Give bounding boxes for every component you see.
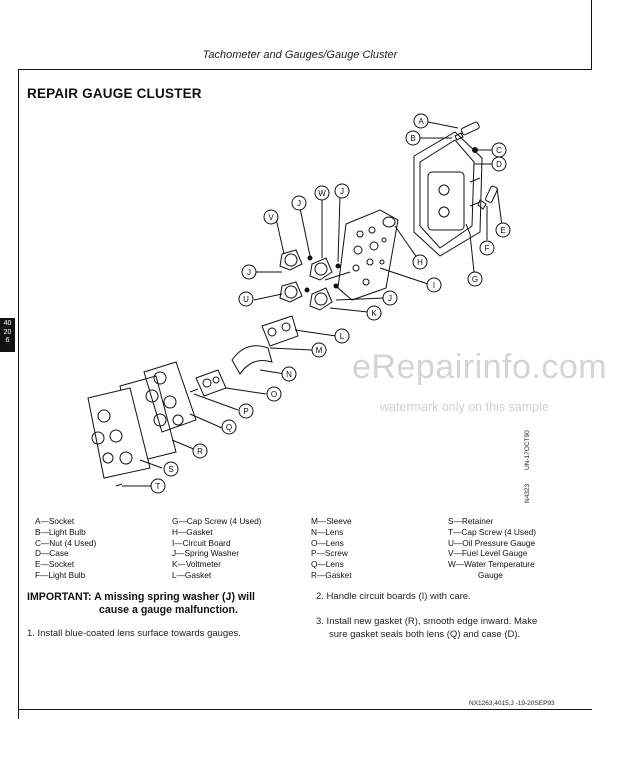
exploded-gauge-diagram: A B C D E F G H I J J J J K L M N O P Q … [87, 113, 511, 494]
step-2: 2. Handle circuit boards (I) with care. [316, 591, 471, 602]
callout-k: K [371, 309, 377, 318]
diagram-code-number: N4323 [524, 483, 531, 503]
legend-item: P—Screw [311, 548, 348, 559]
callout-a: A [418, 117, 424, 126]
gasket-h-part [382, 216, 396, 228]
legend-item-continued: Gauge [478, 569, 503, 580]
legend-item: L—Gasket [172, 569, 212, 580]
callout-v: V [268, 213, 274, 222]
callout-l: L [340, 332, 345, 341]
callout-o: O [271, 390, 277, 399]
legend-col-3: M—Sleeve N—Lens O—Lens P—Screw Q—Lens R—… [311, 516, 352, 581]
socket-bulb-top [454, 121, 480, 141]
callout-c: C [496, 146, 502, 155]
callout-h: H [417, 258, 423, 267]
legend-item: F—Light Bulb [35, 569, 86, 580]
step-1: 1. Install blue-coated lens surface towa… [27, 628, 241, 639]
legend-item: D—Case [35, 548, 69, 559]
legend-item: J—Spring Washer [172, 548, 240, 559]
callout-s: S [168, 465, 173, 474]
important-line-1: IMPORTANT: A missing spring washer (J) w… [27, 591, 255, 603]
step-3-line-2: sure gasket seals both lens (Q) and case… [329, 629, 521, 640]
gauge-k [309, 287, 333, 311]
gasket-l-part [261, 315, 299, 347]
important-line-2: cause a gauge malfunction. [99, 604, 238, 616]
callout-g: G [472, 275, 478, 284]
legend-item: I—Circuit Board [172, 537, 231, 548]
callout-n: N [286, 370, 292, 379]
gauge-w [309, 257, 333, 281]
bottom-rule [18, 709, 592, 710]
callout-b: B [410, 134, 415, 143]
callout-j-4: J [388, 294, 392, 303]
lens-o-part [195, 369, 227, 397]
callout-r: R [197, 447, 203, 456]
top-rule [18, 69, 592, 70]
callout-t: T [156, 482, 161, 491]
tab-line-3: 6 [5, 337, 10, 344]
left-rule [18, 69, 19, 719]
legend-item: Q—Lens [311, 559, 344, 570]
legend-item: U—Oil Pressure Gauge [448, 537, 536, 548]
callout-j-3: J [247, 268, 251, 277]
watermark-main: eRepairinfo.com [352, 348, 608, 386]
tab-line-2: 20 [3, 328, 12, 336]
callout-f: F [485, 244, 490, 253]
section-tab: 40 20 6 [0, 318, 15, 352]
legend-item: S—Retainer [448, 516, 494, 526]
step-3-line-1: 3. Install new gasket (R), smooth edge i… [316, 616, 538, 627]
important-notice: IMPORTANT: A missing spring washer (J) w… [27, 591, 282, 617]
legend-item: V—Fuel Level Gauge [448, 548, 528, 559]
legend-item: N—Lens [311, 526, 344, 537]
callout-i: I [433, 281, 435, 290]
legend-item: C—Nut (4 Used) [35, 537, 97, 548]
callout-j-2: J [340, 187, 344, 196]
legend-col-1: A—Socket B—Light Bulb C—Nut (4 Used) D—C… [35, 516, 96, 581]
legend-item: A—Socket [35, 516, 75, 526]
legend-item: R—Gasket [311, 569, 352, 580]
circuit-board-part [337, 209, 399, 301]
tab-line-1: 40 [3, 320, 12, 327]
page-header-title: Tachometer and Gauges/Gauge Cluster [202, 49, 398, 61]
callout-j-1: J [297, 199, 301, 208]
footer-code: NX1263,4015,J -19-20SEP93 [469, 700, 555, 707]
legend-item: M—Sleeve [311, 516, 352, 526]
socket-bulb-side [477, 185, 498, 210]
legend-item: E—Socket [35, 559, 75, 570]
watermark-sub: watermark only on this sample [380, 400, 549, 414]
legend-item: T—Cap Screw (4 Used) [448, 526, 537, 537]
sleeve-part [231, 345, 273, 375]
screw-part [189, 388, 199, 393]
callout-w: W [318, 189, 326, 198]
legend-item: K—Voltmeter [172, 559, 221, 570]
callout-m: M [316, 346, 323, 355]
gauge-u [279, 281, 303, 303]
legend-item: G—Cap Screw (4 Used) [172, 516, 262, 526]
callout-q: Q [226, 423, 232, 432]
lens-q-part [143, 361, 197, 433]
callout-e: E [500, 226, 505, 235]
callout-p: P [243, 407, 248, 416]
legend-item: O—Lens [311, 537, 344, 548]
right-rule [591, 0, 592, 70]
legend-col-2: G—Cap Screw (4 Used) H—Gasket I—Circuit … [172, 516, 261, 581]
retainer-part [87, 387, 151, 479]
cap-screw-part [115, 483, 123, 487]
callout-u: U [243, 295, 249, 304]
gauge-v [279, 249, 303, 271]
diagram-code-date: UN-17OCT90 [524, 430, 531, 470]
legend-item: H—Gasket [172, 526, 213, 537]
legend-item: B—Light Bulb [35, 526, 86, 537]
legend-col-4: S—Retainer T—Cap Screw (4 Used) U—Oil Pr… [448, 516, 536, 581]
legend-item: W—Water Temperature [448, 559, 535, 570]
callout-d: D [496, 160, 502, 169]
case-part [413, 131, 483, 257]
section-title: REPAIR GAUGE CLUSTER [27, 86, 202, 101]
